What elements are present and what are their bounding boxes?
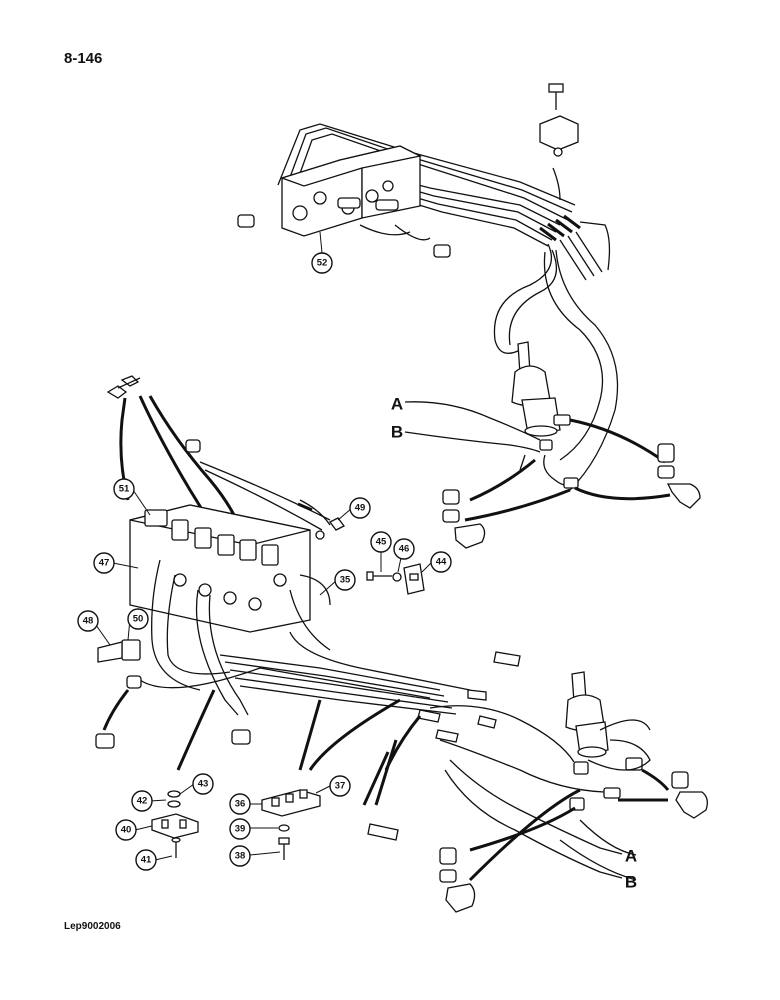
hose-end-label-a-upper: A: [391, 395, 403, 414]
callout-44: 44: [430, 551, 452, 573]
callout-label: 52: [317, 258, 328, 269]
callout-39: 39: [229, 818, 251, 840]
callout-label: 36: [235, 799, 246, 810]
callout-label: 46: [399, 544, 410, 555]
callout-43: 43: [192, 773, 214, 795]
callout-label: 41: [141, 855, 152, 866]
upper-joystick: [404, 341, 671, 522]
callout-42: 42: [131, 790, 153, 812]
callout-49: 49: [349, 497, 371, 519]
callout-47: 47: [93, 552, 115, 574]
callout-label: 47: [99, 558, 110, 569]
callout-label: 39: [235, 824, 246, 835]
upper-valve-assembly: [237, 83, 579, 258]
callout-48: 48: [77, 610, 99, 632]
callout-51: 51: [113, 478, 135, 500]
lower-joystick: [298, 651, 708, 913]
callout-52: 52: [311, 252, 333, 274]
callout-label: 45: [376, 537, 387, 548]
hose-end-label-b-lower: B: [625, 873, 637, 892]
callout-label: 42: [137, 796, 148, 807]
drawing-reference: Lep9002006: [64, 921, 121, 932]
callout-40: 40: [115, 819, 137, 841]
callout-label: 38: [235, 851, 246, 862]
clamp-assembly-left: [151, 790, 199, 858]
callout-label: 51: [119, 484, 130, 495]
hose-end-label-a-lower: A: [625, 847, 637, 866]
upper-middle-small-parts: [297, 499, 425, 595]
left-valve-bank: [95, 375, 471, 771]
callout-label: 44: [436, 557, 447, 568]
callout-label: 43: [198, 779, 209, 790]
callout-label: 40: [121, 825, 132, 836]
callout-label: 37: [335, 781, 346, 792]
callout-45: 45: [370, 531, 392, 553]
callout-label: 35: [340, 575, 351, 586]
callout-35: 35: [334, 569, 356, 591]
callout-46: 46: [393, 538, 415, 560]
page-number: 8-146: [64, 50, 103, 67]
callout-38: 38: [229, 845, 251, 867]
callout-41: 41: [135, 849, 157, 871]
callout-leaders: [95, 231, 433, 861]
callout-50: 50: [127, 608, 149, 630]
hose-end-label-b-upper: B: [391, 423, 403, 442]
callout-label: 50: [133, 614, 144, 625]
upper-fitting-cluster: [493, 214, 619, 491]
callout-label: 48: [83, 616, 94, 627]
callout-label: 49: [355, 503, 366, 514]
clamp-assembly-middle: [261, 789, 321, 860]
upper-right-fittings: [442, 443, 701, 549]
callout-37: 37: [329, 775, 351, 797]
callout-36: 36: [229, 793, 251, 815]
